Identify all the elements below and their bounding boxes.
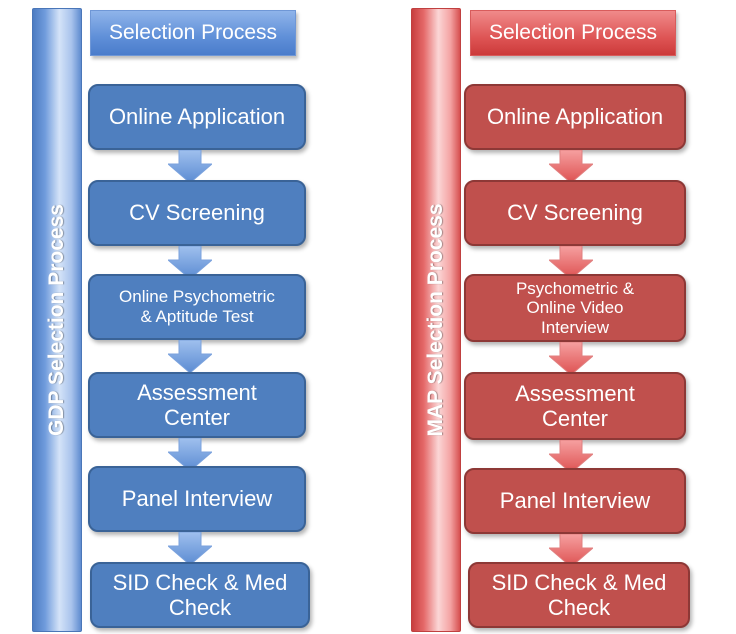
gdp-arrow-5-icon [168,532,212,566]
map-side-bar: MAP Selection Process [411,8,461,632]
map-arrow-5-icon [549,534,593,568]
map-arrow-3-icon [549,342,593,376]
gdp-side-bar: GDP Selection Process [32,8,82,632]
map-step-6: SID Check & Med Check [468,562,690,628]
gdp-arrow-1-icon [168,150,212,184]
map-arrow-4-icon [549,440,593,474]
gdp-step-3: Online Psychometric & Aptitude Test [88,274,306,340]
gdp-arrow-2-icon [168,246,212,280]
gdp-step-5: Panel Interview [88,466,306,532]
gdp-side-label: GDP Selection Process [45,204,68,436]
gdp-arrow-4-icon [168,438,212,472]
map-arrow-2-icon [549,246,593,280]
gdp-step-6: SID Check & Med Check [90,562,310,628]
map-step-5: Panel Interview [464,468,686,534]
map-step-3: Psychometric & Online Video Interview [464,274,686,342]
gdp-arrow-3-icon [168,340,212,374]
map-header: Selection Process [470,10,676,56]
map-side-label: MAP Selection Process [424,203,447,437]
map-step-4: Assessment Center [464,372,686,440]
gdp-step-1: Online Application [88,84,306,150]
map-step-2: CV Screening [464,180,686,246]
map-arrow-1-icon [549,150,593,184]
gdp-step-2: CV Screening [88,180,306,246]
map-step-1: Online Application [464,84,686,150]
gdp-header: Selection Process [90,10,296,56]
gdp-step-4: Assessment Center [88,372,306,438]
